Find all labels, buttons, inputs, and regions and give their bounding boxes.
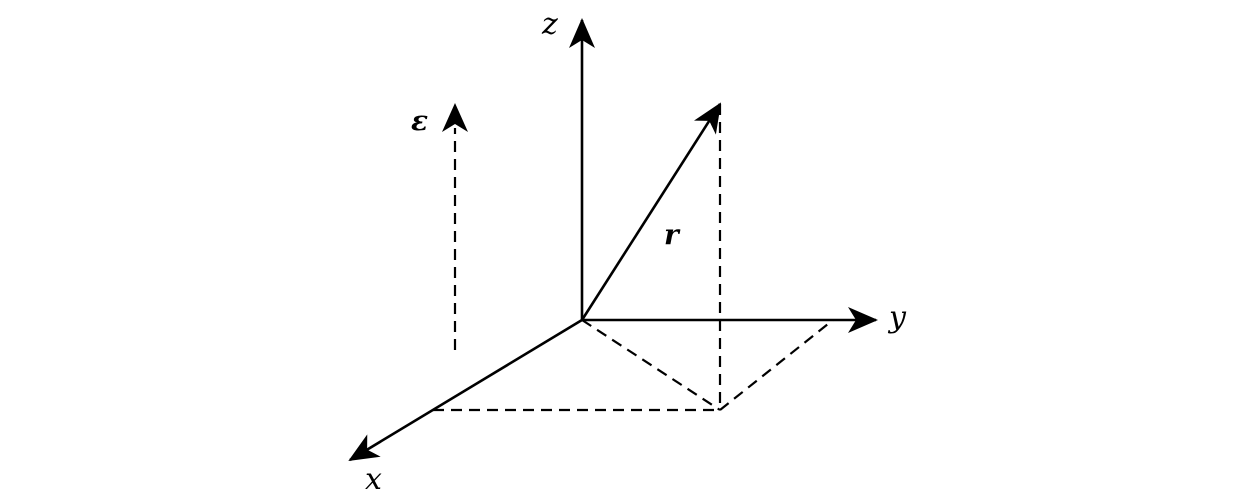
xy-plane-projection-line bbox=[581, 319, 721, 411]
x-parallel-dashed-line bbox=[719, 319, 834, 411]
x-axis-label: x bbox=[365, 462, 382, 497]
epsilon-arrowhead bbox=[442, 103, 468, 132]
x-axis bbox=[348, 318, 583, 462]
epsilon-label: ε bbox=[411, 104, 428, 137]
r-vector bbox=[580, 102, 722, 321]
r-vector-label: r bbox=[664, 218, 681, 251]
z-axis-label: z bbox=[541, 7, 558, 42]
y-axis-label: y bbox=[887, 300, 907, 335]
